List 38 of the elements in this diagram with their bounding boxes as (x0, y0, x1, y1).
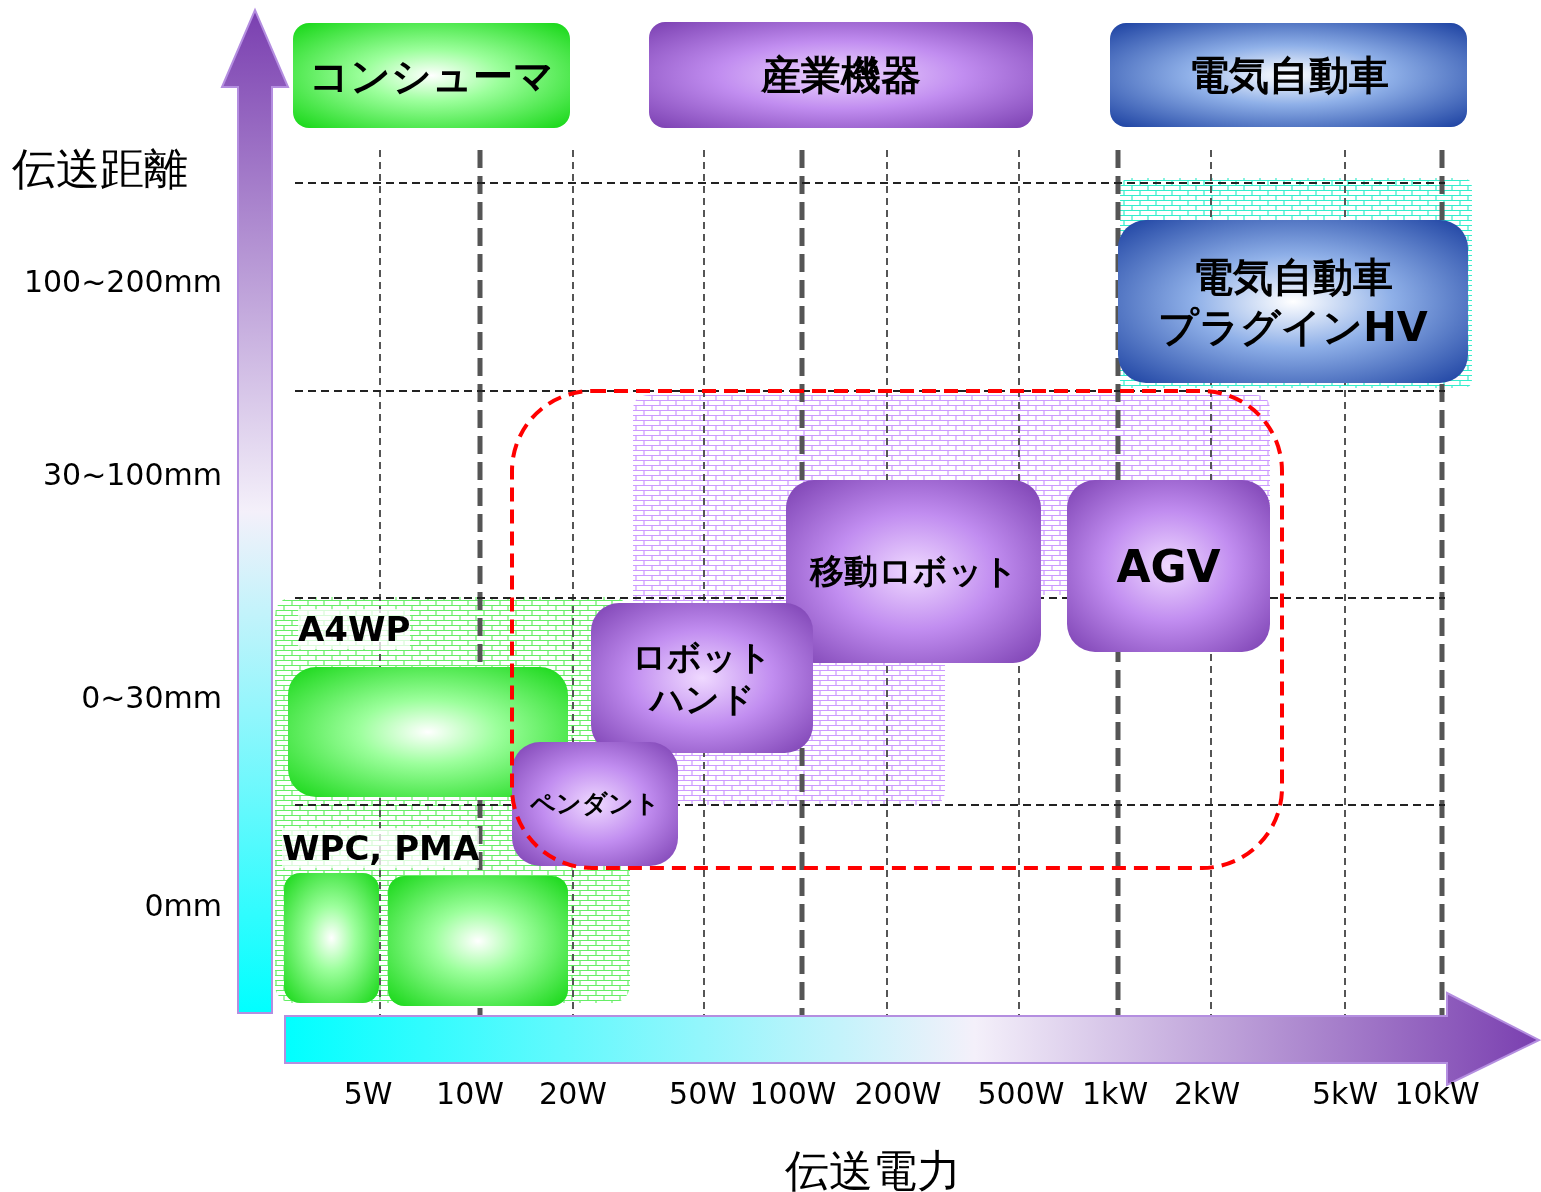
header-text: 電気自動車 (1188, 51, 1389, 100)
application-box (1067, 480, 1270, 652)
box-text: プラグインHV (1158, 302, 1428, 352)
axis-tick-label: 100~200mm (23, 264, 222, 299)
standard-box (388, 876, 568, 1006)
category-header (293, 23, 570, 128)
axis-tick-label: 10kW (1394, 1076, 1480, 1111)
axis-tick-label: 100W (749, 1076, 837, 1111)
box-text: 移動ロボット (809, 550, 1018, 593)
box-text: AGV (1116, 539, 1221, 594)
box-text: ペンダント (530, 788, 660, 820)
header-text: コンシューマ (309, 51, 554, 101)
box-text: ロボットハンド (631, 635, 773, 721)
application-box (786, 480, 1041, 663)
category-header (649, 22, 1033, 128)
box-text: 電気自動車 (1193, 252, 1393, 302)
axis-tick-label: 50W (669, 1076, 737, 1111)
application-box (512, 742, 678, 866)
application-box (1118, 220, 1468, 383)
axis-tick-label: 30~100mm (42, 457, 222, 492)
header-text: 産業機器 (761, 51, 921, 100)
axis-tick-label: 0mm (144, 888, 222, 923)
application-box (591, 603, 813, 753)
axis-tick-label: 200W (854, 1076, 942, 1111)
axis-tick-label: 20W (539, 1076, 607, 1111)
axis-tick-label: 2kW (1173, 1076, 1241, 1111)
standard-box (284, 873, 379, 1003)
axis-tick-label: 10W (436, 1076, 504, 1111)
axis-tick-label: 0~30mm (81, 680, 222, 715)
axis-tick-label: 1kW (1081, 1076, 1149, 1111)
axis-tick-label: 5W (343, 1076, 393, 1111)
standard-name: WPC, PMA (282, 828, 480, 868)
standard-name: A4WP (298, 609, 411, 649)
category-header (1110, 23, 1467, 127)
axis-title: 伝送距離 (12, 142, 188, 196)
axis-tick-label: 500W (977, 1076, 1065, 1111)
axis-tick-label: 5kW (1311, 1076, 1379, 1111)
axis-title: 伝送電力 (785, 1144, 961, 1192)
